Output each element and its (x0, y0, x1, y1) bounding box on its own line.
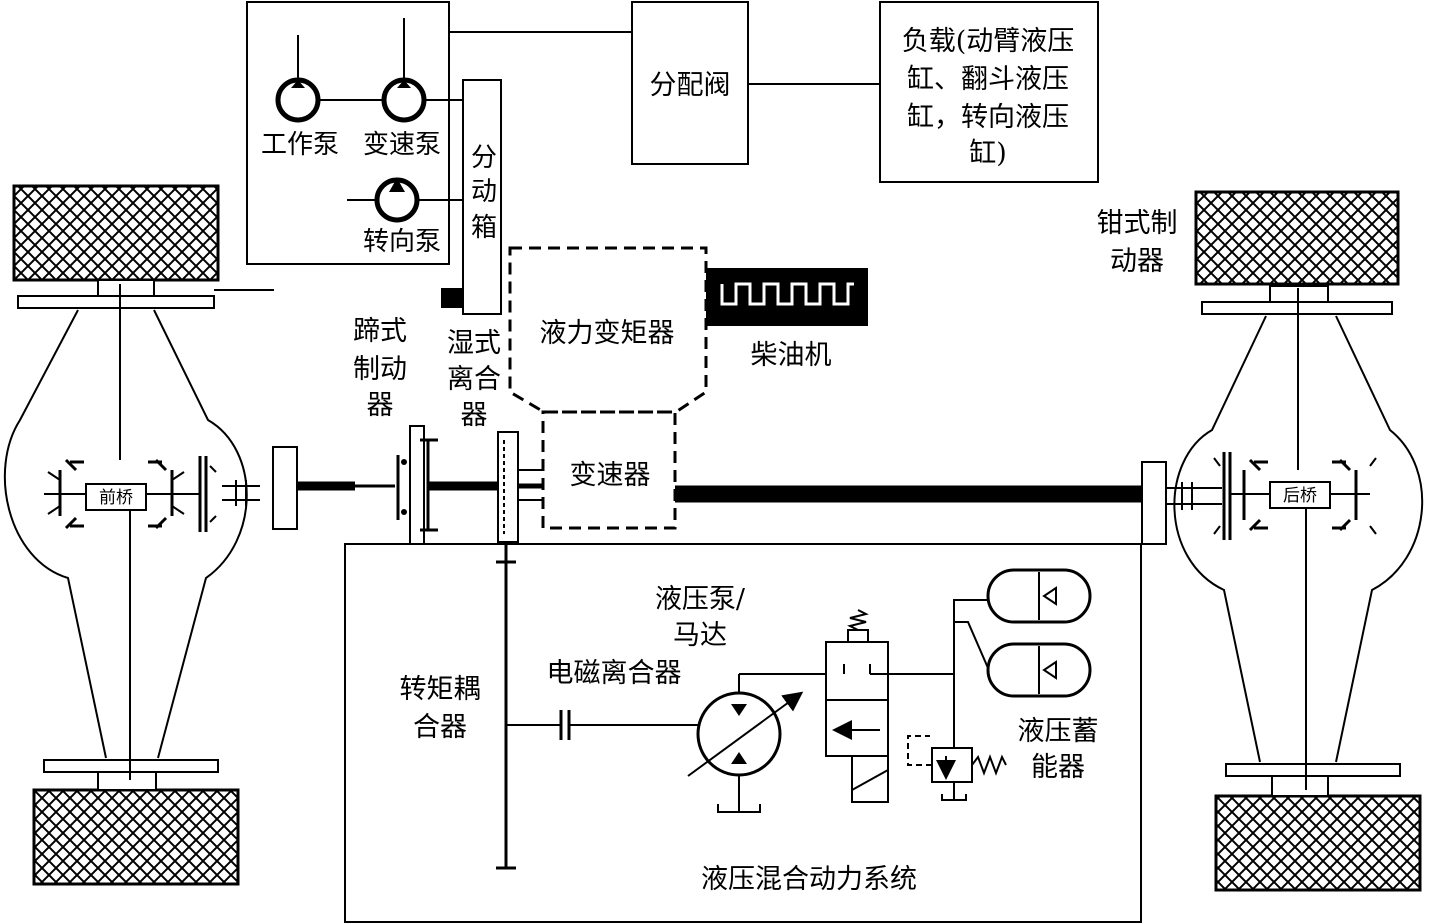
torque-coupler-label-1: 转矩耦 (400, 674, 481, 705)
transfer-case: 分 动 箱 (441, 79, 502, 315)
drum-brake-label-1: 蹄式 (353, 316, 407, 347)
load-box: 负载(动臂液压 缸、翻斗液压 缸，转向液压 缸) (879, 1, 1099, 183)
shift-pump-symbol (381, 18, 427, 123)
torque-converter-label: 液力变矩器 (540, 318, 675, 349)
accumulator-label-2: 能器 (1031, 752, 1085, 783)
pump-group: 工作泵 变速泵 转向泵 (246, 1, 632, 265)
torque-coupler-label-2: 合器 (413, 712, 467, 743)
work-pump-symbol (275, 35, 321, 123)
rear-axle-assembly: 钳式制 动器 后桥 (1097, 190, 1424, 892)
front-differential: 前桥 (44, 456, 260, 532)
rear-bottom-wheel (1214, 794, 1422, 892)
load-label-1: 负载(动臂液压 (902, 26, 1075, 57)
caliper-brake-label-2: 动器 (1110, 246, 1164, 277)
drive-shaft (272, 425, 1167, 545)
wet-clutch-label-1: 湿式 (447, 328, 501, 359)
diesel-engine: 柴油机 (706, 268, 868, 371)
diesel-engine-label: 柴油机 (751, 340, 832, 371)
pump-motor-label-2: 马达 (673, 620, 727, 651)
rear-differential: 后桥 (1166, 452, 1377, 540)
torque-coupler: 转矩耦 合器 (400, 542, 516, 870)
front-top-wheel (12, 184, 220, 282)
accumulator-label-1: 液压蓄 (1018, 716, 1099, 747)
pump-motor-label-1: 液压泵/ (655, 584, 746, 615)
transfer-case-label-3: 箱 (471, 213, 497, 243)
dist-valve-label: 分配阀 (650, 70, 731, 101)
hybrid-system-box: 液压混合动力系统 转矩耦 合器 电磁离合器 液压泵/ 马达 (344, 542, 1142, 923)
front-bottom-wheel (32, 788, 240, 886)
accumulator-top (986, 568, 1092, 624)
wet-clutch-label-3: 器 (461, 400, 488, 431)
load-label-4: 缸) (969, 138, 1007, 169)
rear-axle-label: 后桥 (1283, 486, 1317, 506)
pump-motor-symbol: 液压泵/ 马达 (655, 584, 804, 813)
shift-pump-label: 变速泵 (363, 130, 441, 160)
gearbox-label: 变速器 (570, 460, 651, 491)
em-clutch-symbol: 电磁离合器 (547, 658, 682, 740)
front-axle-assembly: 前桥 (3, 184, 274, 886)
transfer-case-label-2: 动 (471, 177, 497, 207)
steer-pump-label: 转向泵 (363, 227, 441, 257)
wet-clutch-symbol (497, 431, 543, 543)
work-pump-label: 工作泵 (261, 130, 339, 160)
front-axle-label: 前桥 (99, 488, 133, 508)
drum-brake-label-2: 制动 (353, 354, 407, 385)
load-label-2: 缸、翻斗液压 (907, 64, 1069, 95)
hybrid-system-label: 液压混合动力系统 (701, 864, 917, 895)
transfer-case-label-1: 分 (471, 143, 497, 173)
drum-brake-label-3: 器 (367, 390, 394, 421)
steer-pump-symbol (374, 177, 420, 223)
caliper-brake-label-1: 钳式制 (1097, 208, 1178, 239)
wet-clutch-label-2: 离合 (447, 364, 501, 395)
torque-converter: 液力变矩器 (508, 246, 708, 414)
accumulator-bottom (986, 642, 1092, 698)
relief-valve (907, 735, 1007, 801)
rear-top-wheel (1194, 190, 1400, 286)
distribution-valve: 分配阀 (631, 1, 880, 165)
em-clutch-label: 电磁离合器 (547, 658, 682, 689)
load-label-3: 缸，转向液压 (907, 102, 1069, 133)
gearbox: 变速器 (541, 410, 677, 530)
directional-valve (825, 609, 889, 803)
